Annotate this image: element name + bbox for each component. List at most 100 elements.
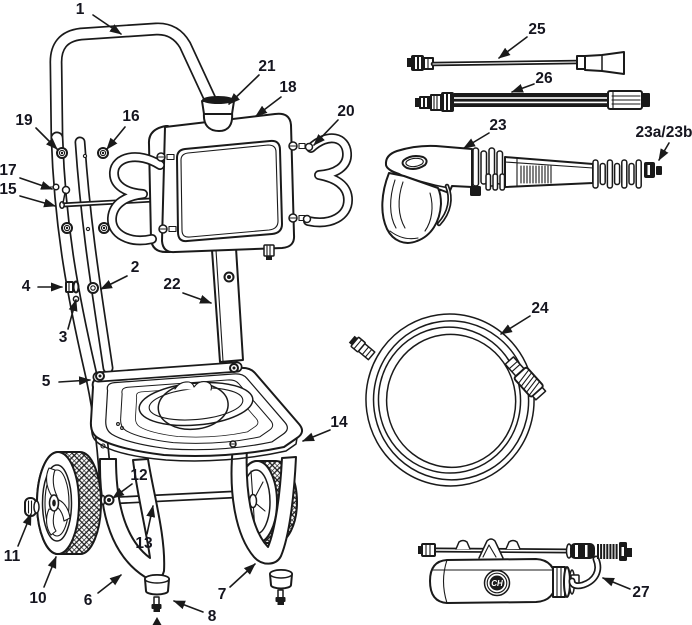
tray-back-bar xyxy=(92,361,243,383)
wheel-left xyxy=(36,451,102,555)
tray-skirt xyxy=(90,423,298,462)
cart-assembly xyxy=(24,22,353,625)
tank-support-tube xyxy=(211,247,244,363)
leg-right xyxy=(230,445,297,565)
pump-hose-connector xyxy=(565,542,632,561)
tank-screw-upper-left xyxy=(156,152,175,162)
callout-label-27: 27 xyxy=(632,584,650,601)
callout-label-4: 4 xyxy=(21,278,31,295)
bolt-2 xyxy=(87,282,99,294)
lance-nub xyxy=(415,98,419,107)
pump-logo-badge: CH xyxy=(483,569,511,597)
tank-front-panel xyxy=(176,139,283,243)
detergent-tank xyxy=(147,112,296,260)
gun-nozzle-tip xyxy=(644,162,662,178)
callout-label-23: 23 xyxy=(489,117,507,134)
callout-arrow-8 xyxy=(173,600,204,613)
callout-label-3: 3 xyxy=(58,329,68,346)
callout-arrow-17 xyxy=(19,177,53,190)
spray-gun xyxy=(381,144,662,244)
callout-label-17: 17 xyxy=(0,162,17,179)
callout-arrow-18 xyxy=(255,96,282,117)
nozzle-collar xyxy=(576,55,586,70)
bolt-4 xyxy=(65,280,80,294)
callout-label-2: 2 xyxy=(130,259,140,276)
hose-fitting-left xyxy=(348,335,376,361)
callout-arrow-24 xyxy=(500,315,531,335)
callout-label-8: 8 xyxy=(207,608,217,625)
hub-cap xyxy=(24,497,40,517)
callout-arrow-12 xyxy=(112,483,133,499)
callout-arrow-11 xyxy=(17,513,32,547)
axle-bolt-left xyxy=(100,494,115,506)
callout-label-18: 18 xyxy=(279,79,297,96)
lance-ribbed-collar xyxy=(441,92,454,112)
wheel-left-spokes xyxy=(46,467,71,536)
callout-arrow-2 xyxy=(100,275,128,290)
cap-top xyxy=(202,96,234,104)
callout-arrow-14 xyxy=(302,429,331,442)
turbo-lance xyxy=(415,90,650,112)
flange-nut-lower-right xyxy=(98,222,110,234)
callout-arrow-13 xyxy=(146,505,156,535)
callout-arrow-21 xyxy=(228,74,260,105)
callout-arrow-10 xyxy=(43,556,57,588)
wand-nub xyxy=(407,58,411,67)
callout-arrow-23a-23b xyxy=(658,142,670,161)
callout-arrow-7 xyxy=(229,563,256,588)
tank-cap xyxy=(201,96,235,132)
callout-label-22: 22 xyxy=(163,276,181,293)
callout-arrow-6 xyxy=(97,574,122,594)
high-pressure-hose xyxy=(348,313,547,487)
callout-arrow-22 xyxy=(182,292,212,304)
callout-arrow-26 xyxy=(511,83,535,93)
gun-grip xyxy=(381,172,442,244)
callout-label-6: 6 xyxy=(83,592,93,609)
flange-nut-lower-left xyxy=(61,222,73,234)
callout-lines xyxy=(17,14,670,613)
callout-label-20: 20 xyxy=(337,103,355,120)
callout-arrow-20 xyxy=(313,119,339,146)
hook-pin-upper-right xyxy=(288,141,314,152)
foot-left xyxy=(144,574,170,596)
spray-wand xyxy=(407,51,625,75)
lance-endcap xyxy=(642,93,650,107)
tank-screw-lower-left xyxy=(158,224,177,234)
foot-right xyxy=(269,569,293,590)
holder-rod-bracket xyxy=(49,183,155,209)
callout-label-24: 24 xyxy=(531,300,549,317)
hose-coil xyxy=(365,313,535,487)
fasteners xyxy=(56,141,314,303)
pump-assembly: CH xyxy=(418,538,632,604)
callout-arrow-1 xyxy=(92,14,122,35)
hose-fitting-right xyxy=(504,356,547,401)
callout-arrow-27 xyxy=(602,577,631,590)
bracket-screw xyxy=(52,183,60,191)
nozzle-cone xyxy=(584,51,625,75)
hook-pin-lower-right xyxy=(288,213,312,224)
tank-drain-plug xyxy=(263,244,275,260)
frame-dot-upper xyxy=(82,153,88,159)
gun-front-ribs xyxy=(592,159,642,189)
callout-arrow-19 xyxy=(35,127,58,150)
callout-label-16: 16 xyxy=(122,108,140,125)
callout-arrow-25 xyxy=(498,36,528,59)
foot-bolt-right xyxy=(275,589,286,605)
callout-arrow-16 xyxy=(106,126,126,150)
callout-label-13: 13 xyxy=(135,535,153,552)
pump-logo-text: CH xyxy=(491,579,503,588)
callout-label-5: 5 xyxy=(41,373,51,390)
flange-nut-19 xyxy=(56,147,68,159)
callout-label-1: 1 xyxy=(75,1,85,18)
callout-label-11: 11 xyxy=(3,548,21,565)
gun-barrel xyxy=(504,156,594,188)
callout-label-25: 25 xyxy=(528,21,546,38)
pump-clamps xyxy=(455,538,521,559)
callout-label-12: 12 xyxy=(130,467,148,484)
gun-barrel-hatch xyxy=(520,165,552,184)
callout-arrow-5 xyxy=(58,376,91,386)
tray-holster-notch xyxy=(174,381,213,391)
bracket-eyelet xyxy=(61,185,71,195)
bracket-leg xyxy=(62,192,66,204)
